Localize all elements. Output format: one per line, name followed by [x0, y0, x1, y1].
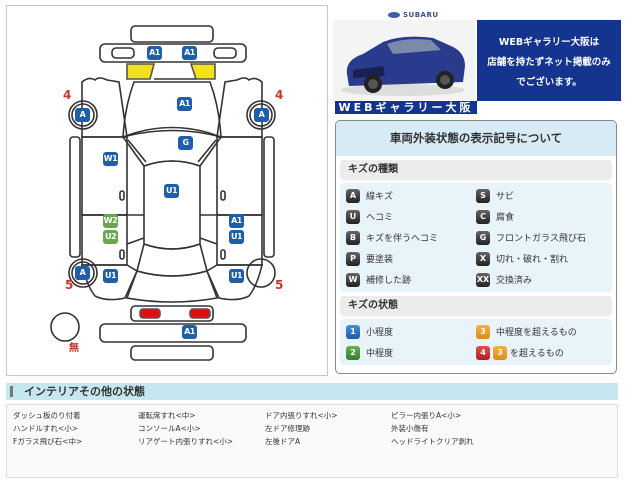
damage-badge: A1 — [177, 97, 192, 111]
damage-badge: A — [75, 266, 90, 280]
interior-item: Fガラス飛び石<中> — [13, 437, 83, 446]
level-4-icon: 4 — [476, 345, 490, 360]
interior-item: 外装小傷有 — [391, 424, 429, 433]
subaru-logo-icon — [388, 12, 400, 18]
promo-message: WEBギャラリー大阪は 店舗を持たずネット掲載のみ でございます。 — [477, 20, 621, 101]
damage-badge: U1 — [164, 184, 179, 198]
tear-crack-icon: X — [476, 251, 490, 266]
damage-badge: U1 — [103, 269, 118, 283]
damage-badge: A — [254, 108, 269, 122]
interior-item: ハンドルすれ<小> — [13, 424, 79, 433]
corrosion-icon: C — [476, 209, 490, 224]
damage-badge: W2 — [103, 214, 118, 228]
needs-paint-icon: P — [346, 251, 360, 266]
interior-item: 運転席すれ<中> — [138, 411, 196, 420]
interior-items: ダッシュ板のり付着 運転席すれ<中> ドア内張りすれ<小> ピラー内張りA<小>… — [6, 404, 618, 478]
rust-icon: S — [476, 188, 490, 203]
windshield-chip-icon: G — [476, 230, 490, 245]
level-3-icon: 3 — [476, 324, 490, 339]
dent-with-scratch-icon: B — [346, 230, 360, 245]
scratch-icon: A — [346, 188, 360, 203]
damage-badge: A1 — [147, 46, 162, 60]
level-1-icon: 1 — [346, 324, 360, 339]
tire-rank: 5 — [275, 278, 284, 292]
interior-heading: インテリアその他の状態 — [6, 383, 618, 400]
interior-item: ダッシュ板のり付着 — [13, 411, 81, 420]
damage-badge: A1 — [229, 214, 244, 228]
tire-rank: 4 — [63, 88, 72, 102]
interior-item: コンソールA<小> — [138, 424, 201, 433]
gallery-label: WEBギャラリー大阪 — [335, 101, 477, 114]
promo-banner: SUBARU WEBギャラリー大阪は 店舗を持たずネット掲載のみ でございます。… — [333, 4, 635, 114]
spare-tire-status: 無 — [69, 343, 79, 354]
tire-rank: 5 — [65, 278, 74, 292]
interior-item: ドア内張りすれ<小> — [265, 411, 338, 420]
legend-title: 車両外装状態の表示記号について — [336, 121, 616, 156]
vehicle-damage-diagram: A1 A1 A1 A A G W1 U1 W2 U2 A1 U1 A U1 U1… — [6, 5, 328, 376]
level-2-icon: 2 — [346, 345, 360, 360]
car-outline-illustration — [50, 25, 276, 361]
level-3-icon: 3 — [493, 345, 507, 360]
interior-item: 左ドア修理跡 — [265, 424, 310, 433]
damage-badge: W1 — [103, 152, 118, 166]
damage-badge: A — [75, 108, 90, 122]
interior-item: ヘッドライトクリア剥れ — [391, 437, 474, 446]
car-photo — [333, 20, 475, 100]
dent-icon: U — [346, 209, 360, 224]
damage-badge: U2 — [103, 230, 118, 244]
interior-item: ピラー内張りA<小> — [391, 411, 462, 420]
damage-badge: U1 — [229, 230, 244, 244]
repair-mark-icon: W — [346, 272, 360, 287]
interior-item: リアゲート内張りすれ<小> — [138, 437, 234, 446]
damage-badge: G — [178, 136, 193, 150]
brand-logo: SUBARU — [388, 11, 439, 19]
damage-badge: A1 — [182, 325, 197, 339]
tire-rank: 4 — [275, 88, 284, 102]
interior-item: 左後ドアA — [265, 437, 301, 446]
condition-heading: キズの状態 — [340, 296, 612, 316]
replaced-icon: XX — [476, 272, 490, 287]
damage-badge: A1 — [182, 46, 197, 60]
damage-badge: U1 — [229, 269, 244, 283]
damage-types-heading: キズの種類 — [340, 160, 612, 180]
